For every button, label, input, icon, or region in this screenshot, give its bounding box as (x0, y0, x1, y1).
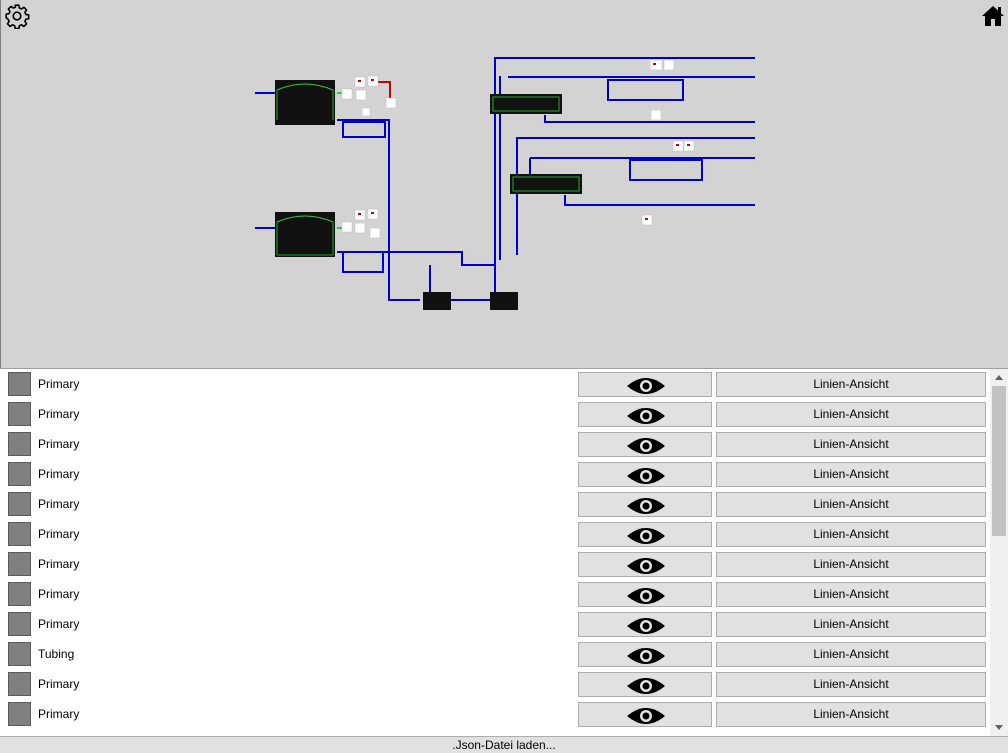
home-icon[interactable] (981, 4, 1005, 28)
eye-icon (627, 528, 665, 544)
line-name: Primary (38, 467, 80, 481)
color-swatch[interactable] (8, 372, 31, 396)
toggle-visibility-button[interactable] (578, 642, 712, 667)
toggle-visibility-button[interactable] (578, 492, 712, 517)
gear-icon[interactable] (4, 3, 30, 29)
line-name: Primary (38, 677, 80, 691)
list-item[interactable]: Primary Linien-Ansicht (0, 489, 990, 519)
line-view-button[interactable]: Linien-Ansicht (716, 612, 986, 637)
list-item[interactable]: Primary Linien-Ansicht (0, 399, 990, 429)
eye-icon (627, 648, 665, 664)
toggle-visibility-button[interactable] (578, 432, 712, 457)
line-name: Primary (38, 527, 80, 541)
color-swatch[interactable] (8, 522, 31, 546)
toggle-visibility-button[interactable] (578, 522, 712, 547)
line-view-button[interactable]: Linien-Ansicht (716, 402, 986, 427)
scroll-thumb[interactable] (992, 386, 1006, 536)
line-name: Primary (38, 587, 80, 601)
line-name: Tubing (38, 647, 75, 661)
canvas-border (0, 0, 1, 368)
eye-icon (627, 438, 665, 454)
line-view-button[interactable]: Linien-Ansicht (716, 522, 986, 547)
list-item[interactable]: Primary Linien-Ansicht (0, 699, 990, 729)
line-view-button[interactable]: Linien-Ansicht (716, 642, 986, 667)
eye-icon (627, 588, 665, 604)
eye-icon (627, 378, 665, 394)
chevron-up-icon (995, 375, 1003, 380)
eye-icon (627, 678, 665, 694)
line-name: Primary (38, 437, 80, 451)
line-view-button[interactable]: Linien-Ansicht (716, 462, 986, 487)
chevron-down-icon (995, 725, 1003, 730)
load-json-button[interactable]: .Json-Datei laden... (0, 736, 1008, 753)
color-swatch[interactable] (8, 642, 31, 666)
line-view-button[interactable]: Linien-Ansicht (716, 492, 986, 517)
list-item[interactable]: Tubing Linien-Ansicht (0, 639, 990, 669)
pipe-lines (255, 57, 755, 301)
toggle-visibility-button[interactable] (578, 582, 712, 607)
color-swatch[interactable] (8, 462, 31, 486)
line-view-button[interactable]: Linien-Ansicht (716, 672, 986, 697)
line-name: Primary (38, 707, 80, 721)
pipe-network-diagram[interactable] (0, 0, 1008, 369)
list-item[interactable]: Primary Linien-Ansicht (0, 519, 990, 549)
toggle-visibility-button[interactable] (578, 672, 712, 697)
list-item[interactable]: Primary Linien-Ansicht (0, 549, 990, 579)
list-item[interactable]: Primary Linien-Ansicht (0, 459, 990, 489)
eye-icon (627, 498, 665, 514)
toggle-visibility-button[interactable] (578, 612, 712, 637)
eye-icon (627, 468, 665, 484)
vertical-scrollbar[interactable] (990, 369, 1008, 736)
pump-1[interactable] (423, 292, 451, 310)
toggle-visibility-button[interactable] (578, 402, 712, 427)
heat-exchanger-1[interactable] (490, 94, 562, 114)
line-view-button[interactable]: Linien-Ansicht (716, 552, 986, 577)
scroll-down-button[interactable] (990, 719, 1008, 736)
instrument-marks (358, 63, 690, 220)
color-swatch[interactable] (8, 582, 31, 606)
eye-icon (627, 408, 665, 424)
tank-2[interactable] (275, 212, 335, 257)
diagram-canvas[interactable] (0, 0, 1008, 369)
list-item[interactable]: Primary Linien-Ansicht (0, 369, 990, 399)
scroll-up-button[interactable] (990, 369, 1008, 386)
toggle-visibility-button[interactable] (578, 462, 712, 487)
color-swatch[interactable] (8, 612, 31, 636)
tank-1[interactable] (275, 80, 335, 125)
line-name: Primary (38, 557, 80, 571)
list-item[interactable]: Primary Linien-Ansicht (0, 609, 990, 639)
color-swatch[interactable] (8, 492, 31, 516)
color-swatch[interactable] (8, 432, 31, 456)
line-name: Primary (38, 617, 80, 631)
toggle-visibility-button[interactable] (578, 702, 712, 727)
eye-icon (627, 618, 665, 634)
color-swatch[interactable] (8, 552, 31, 576)
line-view-button[interactable]: Linien-Ansicht (716, 372, 986, 397)
toggle-visibility-button[interactable] (578, 372, 712, 397)
toggle-visibility-button[interactable] (578, 552, 712, 577)
color-swatch[interactable] (8, 672, 31, 696)
line-view-button[interactable]: Linien-Ansicht (716, 582, 986, 607)
line-name: Primary (38, 407, 80, 421)
list-item[interactable]: Primary Linien-Ansicht (0, 429, 990, 459)
list-item[interactable]: Primary Linien-Ansicht (0, 669, 990, 699)
eye-icon (627, 708, 665, 724)
heat-exchanger-2[interactable] (510, 174, 582, 194)
pipe-green-sections (337, 92, 347, 229)
color-swatch[interactable] (8, 702, 31, 726)
eye-icon (627, 558, 665, 574)
line-name: Primary (38, 497, 80, 511)
line-view-button[interactable]: Linien-Ansicht (716, 702, 986, 727)
pump-2[interactable] (490, 292, 518, 310)
list-item[interactable]: Primary Linien-Ansicht (0, 579, 990, 609)
color-swatch[interactable] (8, 402, 31, 426)
line-view-button[interactable]: Linien-Ansicht (716, 432, 986, 457)
line-name: Primary (38, 377, 80, 391)
